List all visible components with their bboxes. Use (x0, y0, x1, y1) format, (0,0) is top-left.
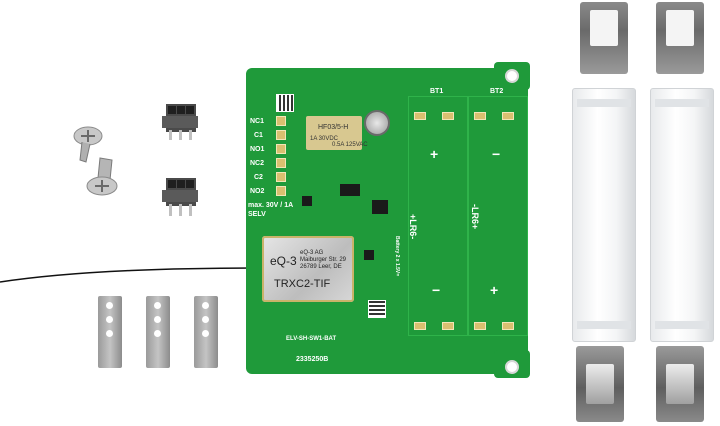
ic-chip-2 (372, 200, 388, 214)
relay-model: HF03/5-H (318, 124, 349, 131)
label-nc2: NC2 (250, 160, 265, 167)
battery-clip-top-right (656, 2, 704, 74)
battery-pad-1b (442, 112, 454, 120)
module-brand: eQ-3 (270, 254, 297, 268)
battery-clip-bottom-right (656, 346, 704, 422)
terminal-pad-2 (276, 130, 286, 140)
terminal-block-2 (162, 176, 202, 216)
mount-hole-bottom (505, 360, 519, 374)
module-company: eQ-3 AG (300, 250, 324, 256)
label-bt2: BT2 (490, 88, 504, 95)
module-city: 26789 Leer, DE (300, 264, 342, 270)
battery-pad-1a (414, 112, 426, 120)
relay-rating-b: 0.5A 125VAC (332, 142, 368, 148)
battery-pad-2c (474, 322, 486, 330)
battery-pad-2d (502, 322, 514, 330)
battery-slot-1 (408, 96, 468, 336)
battery-pad-2b (502, 112, 514, 120)
terminal-pad-6 (276, 186, 286, 196)
qr-code-bottom (368, 300, 386, 318)
radio-module: eQ-3 eQ-3 AG Maiburger Str. 29 26789 Lee… (262, 236, 354, 302)
screw-2 (84, 156, 124, 200)
antenna-wire (0, 262, 270, 286)
capacitor (364, 110, 390, 136)
bt1-minus: − (432, 282, 441, 298)
terminal-pad-3 (276, 144, 286, 154)
qr-code-top (276, 94, 294, 112)
bt1-plus: + (430, 146, 439, 162)
cell-label-2: -LR6+ (470, 204, 480, 230)
spring-contact-2 (146, 296, 170, 368)
label-bt1: BT1 (430, 88, 444, 95)
ic-chip-3 (302, 196, 312, 206)
mount-hole-top (505, 69, 519, 83)
battery-holder-left (572, 88, 636, 342)
module-model: TRXC2-TIF (274, 278, 331, 290)
bt2-plus: + (490, 282, 499, 298)
relay (306, 116, 362, 150)
screw-1 (70, 124, 106, 164)
battery-slot-2 (468, 96, 528, 336)
rating-line-2: SELV (248, 211, 266, 218)
module-street: Maiburger Str. 29 (300, 257, 347, 263)
board-number: 2335250B (296, 356, 329, 363)
label-c1: C1 (254, 132, 263, 139)
terminal-pad-5 (276, 172, 286, 182)
battery-pad-1d (442, 322, 454, 330)
spring-contact-3 (194, 296, 218, 368)
spring-contact-1 (98, 296, 122, 368)
terminal-pad-4 (276, 158, 286, 168)
label-c2: C2 (254, 174, 263, 181)
label-no1: NO1 (250, 146, 265, 153)
ic-chip-4 (364, 250, 374, 260)
relay-rating-a: 1A 30VDC (310, 136, 339, 142)
terminal-pad-1 (276, 116, 286, 126)
rating-line-1: max. 30V / 1A (248, 202, 294, 209)
battery-pad-2a (474, 112, 486, 120)
label-nc1: NC1 (250, 118, 265, 125)
cell-label-1: +LR6- (408, 214, 418, 240)
battery-holder-right (650, 88, 714, 342)
battery-pad-1c (414, 322, 426, 330)
terminal-block-1 (162, 102, 202, 140)
battery-spec: Battery 2 x 1.5V= (394, 236, 400, 277)
battery-clip-top-left (580, 2, 628, 74)
label-no2: NO2 (250, 188, 265, 195)
bt2-minus: − (492, 146, 501, 162)
battery-clip-bottom-left (576, 346, 624, 422)
ic-chip-1 (340, 184, 360, 196)
board-name: ELV-SH-SW1-BAT (286, 336, 337, 342)
